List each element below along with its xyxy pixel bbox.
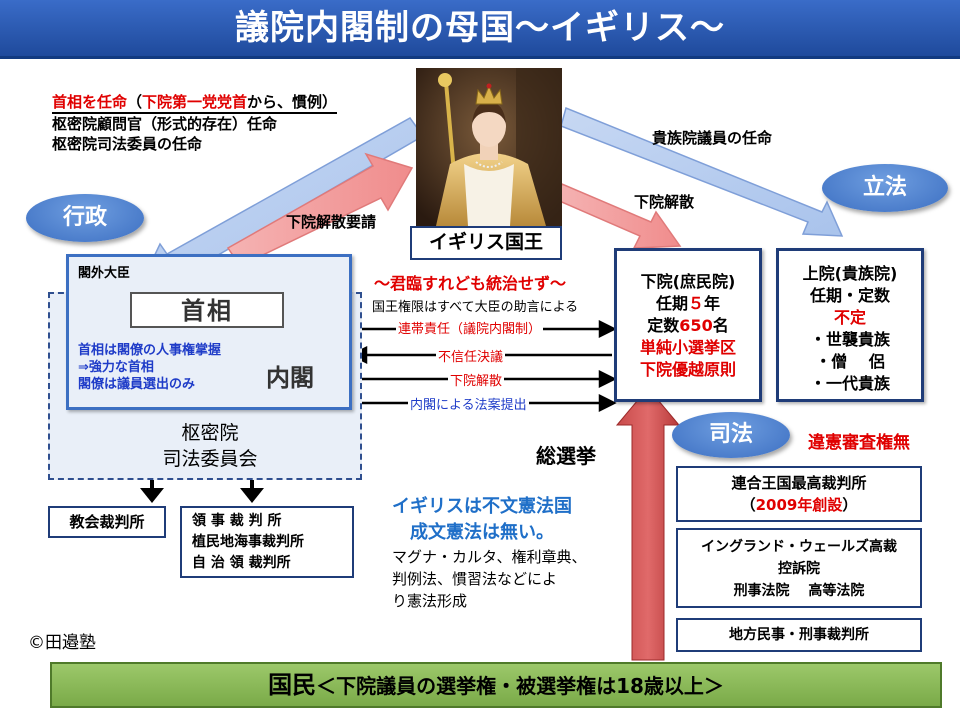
church-court-box: 教会裁判所 bbox=[48, 506, 166, 538]
supreme-court-box: 連合王国最高裁判所 （2009年創設） bbox=[676, 466, 922, 522]
judicial-oval: 司法 bbox=[672, 412, 790, 458]
bill-submission-label: 内閣による法案提出 bbox=[408, 394, 529, 413]
copyright-label: ©田邉塾 bbox=[28, 628, 96, 653]
upper-house-box: 上院(貴族院) 任期・定数 不定 ・世襲貴族 ・僧 侶 ・一代貴族 bbox=[776, 248, 924, 402]
people-label: 国民 bbox=[268, 671, 316, 699]
general-election-arrow bbox=[617, 388, 679, 660]
party-leader-text: 下院第一党党首 bbox=[142, 93, 247, 111]
lower-house-term: 任期５年 bbox=[617, 293, 759, 315]
cabinet-label: 内閣 bbox=[266, 358, 314, 393]
lower-house-box: 下院(庶民院) 任期５年 定数650名 単純小選挙区 下院優越原則 bbox=[614, 248, 762, 402]
local-court-box: 地方民事・刑事裁判所 bbox=[676, 618, 922, 652]
prime-minister-box: 首相 bbox=[130, 292, 284, 328]
privy-judicial-text: 枢密院司法委員の任命 bbox=[52, 134, 337, 154]
king-portrait bbox=[416, 68, 562, 226]
dissolution-request-label: 下院解散要請 bbox=[286, 212, 376, 232]
king-powers: 首相を任命（下院第一党党首から、慣例） 枢密院顧問官（形式的存在）任命 枢密院司… bbox=[52, 92, 337, 154]
appeal-court-box: イングランド・ウェールズ高裁 控訴院 刑事法院 高等法院 bbox=[676, 528, 922, 608]
constitution-text: イギリスは不文憲法国 成文憲法は無い。 マグナ・カルタ、権利章典、 判例法、慣習… bbox=[392, 494, 587, 612]
colonial-courts-box: 領 事 裁 判 所 植民地海事裁判所 自 治 領 裁判所 bbox=[180, 506, 354, 578]
legislative-oval: 立法 bbox=[822, 164, 948, 212]
executive-oval: 行政 bbox=[26, 194, 144, 242]
maxim-sub: 国王権限はすべて大臣の助言による bbox=[372, 296, 578, 315]
general-election-label: 総選挙 bbox=[536, 440, 596, 469]
no-confidence-label: 不信任決議 bbox=[436, 346, 505, 365]
lower-house-supremacy: 下院優越原則 bbox=[617, 359, 759, 381]
dissolve-label: 下院解散 bbox=[634, 192, 694, 212]
people-bar: 国民＜下院議員の選挙権・被選挙権は18歳以上＞ bbox=[50, 662, 942, 708]
lords-appoint-label: 貴族院議員の任命 bbox=[652, 128, 772, 148]
outside-minister-label: 閣外大臣 bbox=[78, 262, 130, 281]
judicial-review-label: 違憲審査権無 bbox=[808, 428, 910, 453]
privy-counsellor-text: 枢密院顧問官（形式的存在）任命 bbox=[52, 114, 337, 134]
lower-house-name: 下院(庶民院) bbox=[617, 271, 759, 293]
joint-responsibility-label: 連帯責任（議院内閣制） bbox=[396, 318, 543, 337]
dissolution-label: 下院解散 bbox=[448, 370, 504, 389]
king-label: イギリス国王 bbox=[410, 226, 562, 260]
privy-council-label: 枢密院 司法委員会 bbox=[130, 420, 290, 472]
maxim-main: 〜君臨すれども統治せず〜 bbox=[374, 270, 566, 294]
electoral-system: 単純小選挙区 bbox=[617, 337, 759, 359]
upper-house-name: 上院(貴族院) bbox=[779, 263, 921, 285]
cabinet-notes: 首相は閣僚の人事権掌握 ⇒強力な首相 閣僚は議員選出のみ bbox=[78, 342, 221, 393]
appoint-pm-text: 首相を任命 bbox=[52, 93, 127, 111]
lower-house-seats: 定数650名 bbox=[617, 315, 759, 337]
